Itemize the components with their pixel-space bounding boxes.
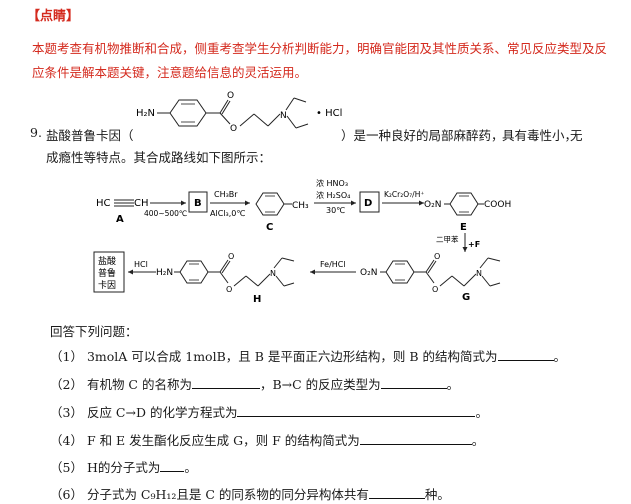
reagent-hcl: HCl [134, 260, 148, 269]
sub-question-3: （3） 反应 C→D 的化学方程式为 。 [50, 402, 488, 421]
label-E: E [460, 222, 467, 233]
sub-6-text: 分子式为 C₉H₁₂且是 C 的同系物的同分异构体共有 [86, 487, 369, 502]
sub-4-tail: 。 [471, 433, 485, 448]
answer-prompt: 回答下列问题： [50, 324, 138, 339]
ester-o-H: O [226, 285, 232, 294]
sub-6-number: （6） [50, 487, 83, 502]
answer-blank-2a[interactable] [191, 375, 260, 389]
condition-1: 400~500℃ [144, 209, 187, 218]
svg-text:N: N [280, 111, 287, 121]
sub-6-tail: 种。 [424, 487, 450, 502]
question-intro-line2: 成瘾性等特点。其合成路线如下图所示： [46, 150, 272, 165]
carbonyl-o-label: O [227, 91, 234, 101]
box-D [359, 191, 380, 213]
sub-question-1: （1） 3molA 可以合成 1molB，且 B 是平面正六边形结构，则 B 的… [50, 346, 566, 365]
carbonyl-o-H: O [228, 252, 234, 261]
reagent-fe-hcl: Fe/HCl [320, 260, 346, 269]
question-intro-b: ）是一种良好的局部麻醉药， [341, 128, 504, 143]
sub-2-number: （2） [50, 377, 83, 392]
sub-3-number: （3） [50, 405, 83, 420]
sub-question-2: （2） 有机物 C 的名称为 ，B→C 的反应类型为 。 [50, 374, 459, 393]
nitro-label-G: O₂N [360, 268, 377, 278]
hcl-salt-label: • HCl [316, 108, 342, 119]
final-box-line-1: 盐酸 [98, 255, 116, 267]
sub-2-text: 有机物 C 的名称为 [86, 377, 192, 392]
methyl-label: CH₃ [292, 201, 309, 211]
svg-text:N: N [270, 269, 276, 278]
question-intro-c: 具有毒性小， [502, 128, 578, 143]
question-intro-a: 盐酸普鲁卡因（ [46, 128, 134, 143]
answer-blank-1[interactable] [497, 347, 554, 361]
sub-1-number: （1） [50, 349, 83, 364]
reagent-alcl3: AlCl₃,0℃ [210, 209, 245, 218]
sub-5-text: H的分子式为 [86, 460, 161, 475]
label-C: C [266, 222, 273, 233]
tip-heading: 【点睛】 [27, 9, 80, 24]
box-B-label: B [194, 198, 202, 209]
sub-question-5: （5） H的分子式为 。 [50, 457, 197, 476]
answer-blank-3[interactable] [237, 403, 476, 417]
tip-line-1: 本题考查有机物推断和合成，侧重考查学生分析判断能力，明确官能团及其性质关系、常见… [32, 41, 608, 56]
question-number: 9. [30, 125, 42, 140]
label-H: H [253, 294, 261, 305]
sub-2-mid: ，B→C 的反应类型为 [259, 377, 381, 392]
nitro-label-E: O₂N [424, 200, 441, 210]
sub-4-number: （4） [50, 433, 83, 448]
sub-3-tail: 。 [475, 405, 488, 420]
acetylene-ch-label: CH [134, 198, 149, 209]
ester-o-G: O [432, 285, 438, 294]
box-B [188, 191, 208, 213]
final-box-line-3: 卡因 [98, 279, 116, 291]
question-intro-d: 无 [570, 128, 583, 143]
box-D-label: D [364, 198, 372, 209]
sub-1-tail: 。 [553, 349, 567, 364]
carboxyl-label: COOH [484, 200, 511, 210]
final-box-line-2: 普鲁 [98, 267, 116, 279]
svg-text:N: N [476, 269, 482, 278]
sub-4-text: F 和 E 发生酯化反应生成 G，则 F 的结构简式为 [86, 433, 360, 448]
acetylene-hc-label: HC [96, 198, 111, 209]
tip-line-2: 应条件是解本题关键，注意题给信息的灵活运用。 [32, 65, 308, 80]
sub-question-6: （6） 分子式为 C₉H₁₂且是 C 的同系物的同分异构体共有 种。 [50, 484, 450, 503]
synthesis-route-diagram: HC CH A 400~500℃ B CH₃Br AlCl₃,0℃ CH₃ C … [93, 179, 511, 305]
sub-5-number: （5） [50, 460, 83, 475]
sub-1-text: 3molA 可以合成 1molB，且 B 是平面正六边形结构，则 B 的结构简式… [86, 349, 498, 364]
sub-question-4: （4） F 和 E 发生酯化反应生成 G，则 F 的结构简式为 。 [50, 430, 484, 449]
amine-label: H₂N [136, 108, 155, 119]
reagent-oxidant: K₂Cr₂O₇/H⁺ [384, 190, 424, 199]
carbonyl-o-G: O [434, 252, 440, 261]
reagent-plus-F: +F [468, 240, 480, 249]
sub-3-text: 反应 C→D 的化学方程式为 [86, 405, 238, 420]
condition-30c: 30℃ [326, 206, 345, 215]
final-product-box [93, 251, 125, 293]
reagent-ch3br: CH₃Br [214, 190, 238, 199]
reagent-h2so4: 浓 H₂SO₄ [316, 191, 350, 200]
sub-5-tail: 。 [184, 460, 197, 475]
ester-o-label: O [230, 124, 237, 134]
answer-blank-2b[interactable] [380, 375, 447, 389]
sub-2-tail: 。 [446, 377, 460, 392]
procaine-hcl-structure: H₂N O O N • HCl [136, 91, 342, 134]
answer-blank-5[interactable] [160, 458, 185, 472]
label-G: G [462, 292, 470, 303]
amine-label-H: H₂N [156, 268, 173, 278]
label-A: A [116, 214, 124, 225]
reagent-xylene: 二甲苯 [436, 234, 459, 244]
answer-blank-4[interactable] [359, 431, 472, 445]
reagent-hno3: 浓 HNO₃ [316, 179, 348, 188]
answer-blank-6[interactable] [368, 485, 425, 499]
